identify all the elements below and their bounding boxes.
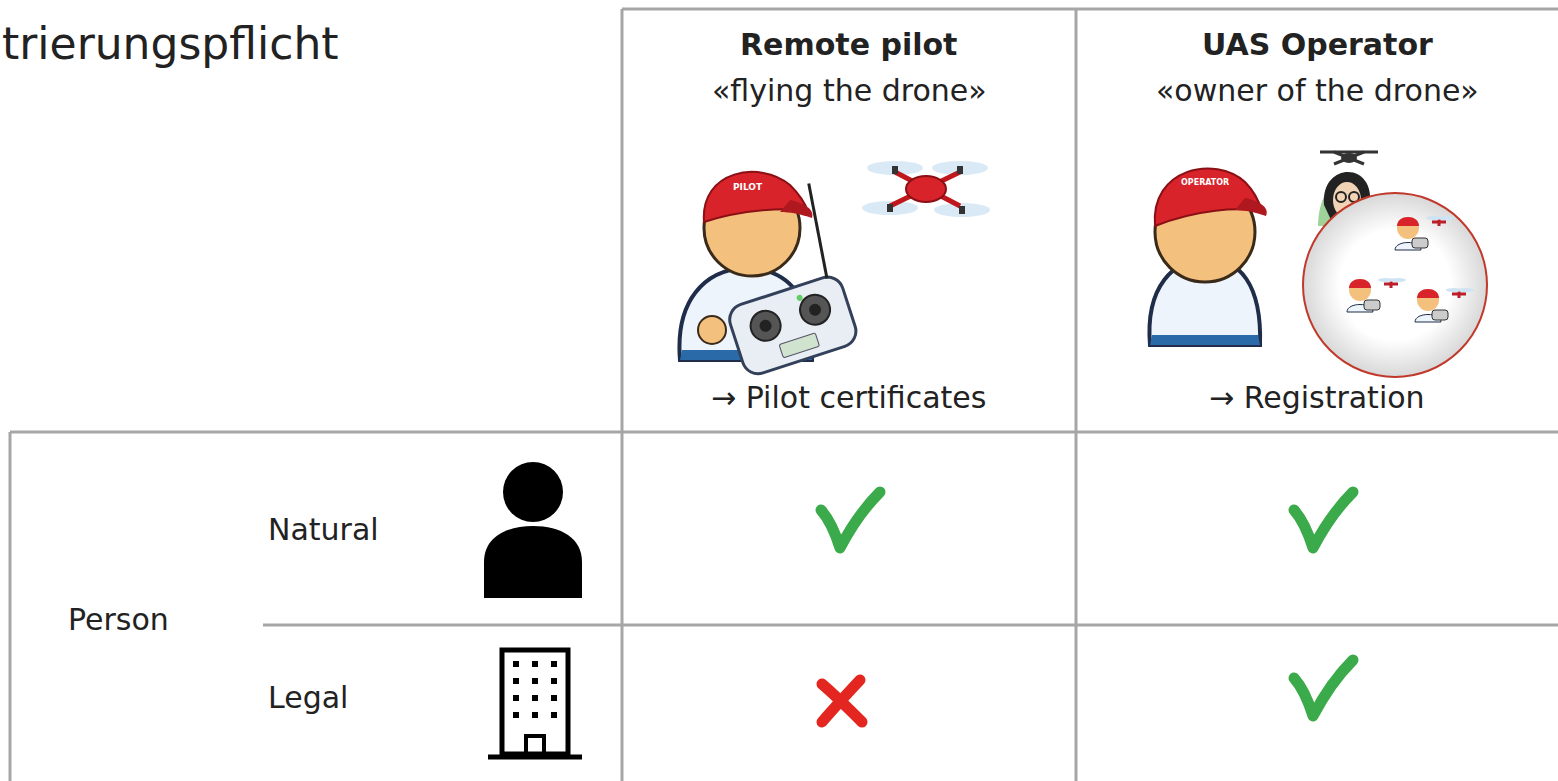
window-dot: [551, 661, 557, 667]
mini-pilot-part: [1417, 289, 1439, 311]
window-dot: [551, 678, 557, 684]
cap-text: PILOT: [733, 182, 762, 193]
mini-pilot-part: [1432, 310, 1448, 320]
cross-mark-part: [822, 680, 860, 722]
window-dot: [513, 661, 519, 667]
person-icon: [484, 462, 582, 598]
red-drone-part: [862, 201, 918, 215]
column-note: → Pilot certificates: [711, 380, 986, 416]
mini-pilot-part: [1417, 289, 1439, 298]
table-grid-part: [621, 9, 624, 781]
person-icon-part: [484, 526, 582, 598]
woman-figure-part: [1336, 192, 1346, 202]
window-dot: [513, 678, 519, 684]
window-dot: [551, 695, 557, 701]
pilot-figure-part: [704, 172, 808, 222]
cross-mark: [822, 680, 862, 722]
person-icon-part: [503, 462, 563, 522]
red-drone-part: [959, 206, 965, 214]
remote-controller-part: [747, 307, 785, 345]
remote-controller-part: [808, 302, 823, 317]
remote-controller: [697, 184, 861, 378]
table-grid-part: [263, 624, 1558, 627]
operator-organisation: [1303, 193, 1487, 377]
red-drone-part: [932, 161, 988, 175]
operator-figure-part: [1150, 335, 1260, 345]
cap-text: OPERATOR: [1181, 178, 1229, 188]
pilot-figure: [679, 172, 860, 378]
row-group-header: Person: [68, 602, 169, 638]
mini-pilot-part: [1349, 279, 1371, 288]
row-header: Legal: [268, 680, 348, 716]
remote-controller-part: [779, 333, 819, 358]
column-subtitle: «flying the drone»: [712, 73, 987, 109]
window-dot: [532, 661, 538, 667]
mini-pilot-part: [1438, 216, 1454, 220]
pilot-figure-part: [780, 200, 813, 218]
mini-pilot-part: [1390, 278, 1406, 282]
page-title: trierungspflicht: [2, 18, 339, 71]
window-dot: [532, 712, 538, 718]
table-grid-part: [10, 431, 1558, 434]
mini-pilot-part: [1364, 300, 1380, 310]
window-dot: [513, 695, 519, 701]
table-grid-part: [9, 432, 12, 781]
mini-pilot-part: [1349, 279, 1371, 301]
table-grid: [10, 9, 1558, 781]
mini-pilot-part: [1397, 217, 1419, 239]
mini-pilot-part: [1412, 238, 1428, 248]
window-dots: [513, 661, 557, 718]
mini-pilot-part: [1397, 217, 1419, 226]
woman-figure-part: [1334, 152, 1364, 164]
window-dot: [532, 678, 538, 684]
woman-figure-part: [1341, 153, 1357, 163]
mini-pilot: [1395, 216, 1454, 250]
red-drone-part: [867, 161, 923, 175]
row-header: Natural: [268, 512, 379, 548]
operator-organisation-part: [1303, 193, 1487, 377]
remote-controller-part: [796, 294, 804, 302]
check-mark-part: [821, 492, 880, 548]
remote-controller-part: [758, 318, 773, 333]
red-drone-part: [957, 166, 963, 174]
remote-controller-part: [796, 291, 834, 329]
woman-figure-part: [1334, 152, 1364, 164]
red-drone-part: [934, 203, 990, 217]
column-subtitle: «owner of the drone»: [1156, 73, 1479, 109]
window-dot: [551, 712, 557, 718]
mini-pilot-part: [1458, 288, 1474, 292]
red-drone-part: [890, 172, 960, 206]
red-drone-part: [906, 176, 946, 202]
operator-figure-part: [1235, 198, 1267, 216]
column-note: → Registration: [1209, 380, 1425, 416]
red-drone-part: [892, 166, 898, 174]
window-dot: [532, 695, 538, 701]
red-drone: [862, 161, 990, 217]
check-mark-part: [1294, 492, 1353, 548]
mini-pilot: [1347, 278, 1406, 312]
building-icon-part: [502, 650, 568, 754]
check-mark-part: [1294, 660, 1353, 716]
window-dot: [513, 712, 519, 718]
remote-controller-part: [726, 273, 860, 378]
check-mark: [821, 492, 1353, 716]
column-header: Remote pilot: [740, 27, 957, 63]
mini-pilot: [1415, 288, 1474, 322]
table-grid-part: [622, 8, 1558, 11]
building-icon: [488, 650, 582, 757]
pilot-figure-part: [698, 316, 726, 344]
remote-controller-part: [797, 184, 838, 279]
red-drone-part: [887, 204, 893, 212]
table-grid-part: [1075, 9, 1078, 781]
operator-figure: [1149, 169, 1266, 345]
column-header: UAS Operator: [1202, 27, 1433, 63]
operator-figure-part: [1155, 169, 1262, 226]
building-icon-part: [526, 736, 544, 756]
